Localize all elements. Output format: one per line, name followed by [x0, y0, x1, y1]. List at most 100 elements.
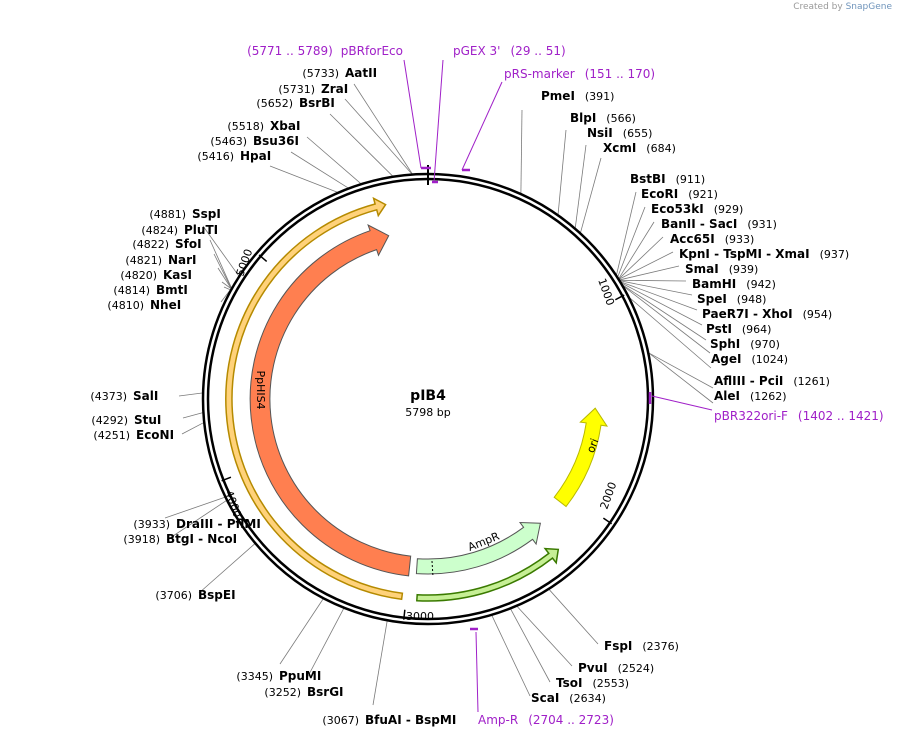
enzyme-site-pluti[interactable]: PluTI(4824)	[141, 223, 218, 237]
enzyme-name: BspEI	[198, 588, 236, 602]
enzyme-name: BsrBI	[299, 96, 335, 110]
enzyme-name: FspI	[604, 639, 632, 653]
primer-name: pRS-marker	[504, 67, 575, 81]
enzyme-position: (3252)	[264, 686, 301, 699]
enzyme-site-blpi[interactable]: BlpI(566)	[570, 111, 636, 125]
leader-line	[202, 225, 239, 276]
enzyme-site-sali[interactable]: SalI(4373)	[90, 389, 158, 403]
enzyme-site-pvui[interactable]: PvuI(2524)	[578, 661, 654, 675]
enzyme-site-psti[interactable]: PstI(964)	[706, 322, 771, 336]
enzyme-site-kpni-tspmi-xmai[interactable]: KpnI - TspMI - XmaI(937)	[679, 247, 849, 261]
primer-pbr322ori-f[interactable]: pBR322ori-F(1402 .. 1421)	[648, 392, 884, 423]
enzyme-site-agei[interactable]: AgeI(1024)	[711, 352, 788, 366]
enzyme-site-acc65i[interactable]: Acc65I(933)	[670, 232, 754, 246]
primer-pbrforeco[interactable]: pBRforEco(5771 .. 5789)	[247, 44, 431, 170]
enzyme-site-sfoi[interactable]: SfoI(4822)	[132, 237, 201, 251]
tick-mark	[221, 476, 232, 482]
enzyme-position: (4814)	[113, 284, 150, 297]
leader-line	[649, 352, 714, 389]
enzyme-name: ZraI	[321, 82, 348, 96]
leader-line	[269, 165, 338, 193]
enzyme-position: (5463)	[210, 135, 247, 148]
enzyme-site-alei[interactable]: AleI(1262)	[714, 389, 787, 403]
enzyme-name: DraIII - PflMI	[176, 517, 261, 531]
enzyme-site-bmti[interactable]: BmtI (4814)	[113, 283, 187, 297]
primer-range: (2704 .. 2723)	[528, 713, 614, 727]
enzyme-site-scai[interactable]: ScaI(2634)	[531, 691, 606, 705]
enzyme-position: (3706)	[155, 589, 192, 602]
enzyme-site-btgi-ncoi[interactable]: BtgI - NcoI(3918)	[123, 532, 237, 546]
enzyme-name: PvuI	[578, 661, 608, 675]
tick-mark	[258, 254, 268, 263]
enzyme-name: EcoRI	[641, 187, 678, 201]
enzyme-site-nhei[interactable]: NheI(4810)	[107, 298, 181, 312]
enzyme-site-spei[interactable]: SpeI(948)	[697, 292, 766, 306]
enzyme-site-aatii[interactable]: AatII(5733)	[302, 66, 377, 80]
enzyme-site-nsii[interactable]: NsiI(655)	[587, 126, 652, 140]
leader-line	[181, 422, 204, 435]
leader-line	[620, 280, 693, 296]
enzyme-position: (933)	[725, 233, 755, 246]
enzyme-position: (954)	[803, 308, 833, 321]
enzyme-site-ppumi[interactable]: PpuMI(3345)	[236, 669, 321, 683]
enzyme-name: SspI	[192, 207, 221, 221]
enzyme-site-xcmi[interactable]: XcmI(684)	[603, 141, 676, 155]
primer-prs-marker[interactable]: pRS-marker(151 .. 170)	[461, 67, 655, 172]
enzyme-position: (1024)	[752, 353, 789, 366]
enzyme-position: (970)	[750, 338, 780, 351]
leader-line	[372, 621, 388, 706]
primer-name: pGEX 3'	[453, 44, 500, 58]
enzyme-position: (4821)	[125, 254, 162, 267]
enzyme-site-smai[interactable]: SmaI(939)	[685, 262, 758, 276]
enzyme-site-eco53ki[interactable]: Eco53kI(929)	[651, 202, 743, 216]
enzyme-site-bsrgi[interactable]: BsrGI(3252)	[264, 685, 343, 699]
feature-ori	[553, 407, 609, 508]
enzyme-site-afliii-pcii[interactable]: AflIII - PciI(1261)	[714, 374, 830, 388]
leader-line	[223, 286, 231, 291]
enzyme-name: BmtI	[156, 283, 188, 297]
leader-line	[619, 236, 664, 279]
watermark-brand: SnapGene	[845, 2, 892, 12]
enzyme-site-banii-saci[interactable]: BanII - SacI(931)	[661, 217, 777, 231]
enzyme-name: HpaI	[240, 149, 271, 163]
enzyme-site-draiii-pflmi[interactable]: DraIII - PflMI(3933)	[133, 517, 260, 531]
enzyme-site-bspei[interactable]: BspEI (3706)	[155, 588, 235, 602]
enzyme-site-bsrbi[interactable]: BsrBI(5652)	[256, 96, 334, 110]
enzyme-site-nari[interactable]: NarI(4821)	[125, 253, 196, 267]
enzyme-site-hpai[interactable]: HpaI(5416)	[197, 149, 271, 163]
enzyme-site-zrai[interactable]: ZraI(5731)	[278, 82, 348, 96]
enzyme-site-fspi[interactable]: FspI(2376)	[604, 639, 679, 653]
enzyme-site-xbai[interactable]: XbaI(5518)	[227, 119, 300, 133]
enzyme-site-paer7i-xhoi[interactable]: PaeR7I - XhoI(954)	[702, 307, 832, 321]
enzyme-site-sphi[interactable]: SphI(970)	[710, 337, 780, 351]
enzyme-position: (5518)	[227, 120, 264, 133]
feature-band	[225, 196, 404, 601]
enzyme-site-bamhi[interactable]: BamHI(942)	[692, 277, 776, 291]
enzyme-position: (964)	[742, 323, 772, 336]
enzyme-name: SfoI	[175, 237, 202, 251]
enzyme-name: XcmI	[603, 141, 636, 155]
watermark-prefix: Created by	[793, 2, 843, 12]
enzyme-site-bfuai-bspmi[interactable]: BfuAI - BspMI(3067)	[322, 713, 456, 727]
primer-pgex-3[interactable]: pGEX 3'(29 .. 51)	[432, 44, 566, 184]
enzyme-position: (2553)	[593, 677, 630, 690]
enzyme-site-ecori[interactable]: EcoRI(921)	[641, 187, 718, 201]
enzyme-site-pmei[interactable]: PmeI(391)	[541, 89, 614, 103]
enzyme-site-sspi[interactable]: SspI (4881)	[149, 207, 220, 221]
leader-line	[623, 286, 711, 354]
leader-line	[279, 598, 324, 665]
enzyme-position: (4881)	[149, 208, 186, 221]
enzyme-site-econi[interactable]: EcoNI(4251)	[93, 428, 174, 442]
primer-amp-r[interactable]: Amp-R(2704 .. 2723)	[470, 627, 614, 727]
primer-leader	[433, 59, 444, 183]
enzyme-site-kasi[interactable]: KasI(4820)	[120, 268, 192, 282]
enzyme-site-bsu36i[interactable]: Bsu36I(5463)	[210, 134, 299, 148]
leader-line	[164, 497, 225, 519]
enzyme-site-bstbi[interactable]: BstBI(911)	[630, 172, 705, 186]
enzyme-site-stui[interactable]: StuI(4292)	[91, 413, 161, 427]
leader-line	[209, 239, 232, 288]
enzyme-site-tsoi[interactable]: TsoI(2553)	[556, 676, 629, 690]
enzyme-name: BamHI	[692, 277, 736, 291]
ampr-promoter-mark	[431, 560, 434, 578]
enzyme-position: (931)	[747, 218, 777, 231]
